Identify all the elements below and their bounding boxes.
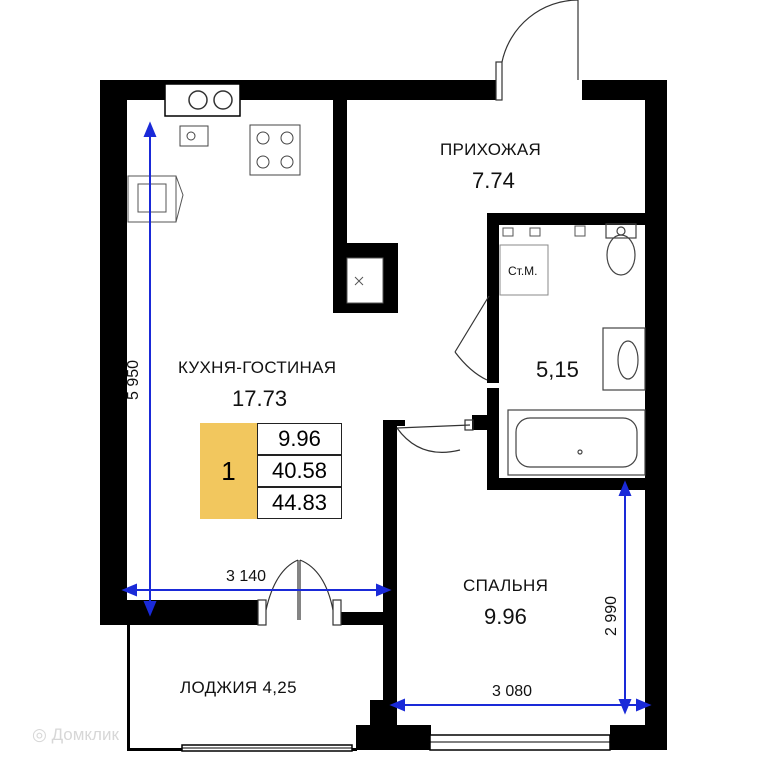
total-area: 44.83: [257, 487, 342, 519]
kitchen-width-dimension: 3 140: [226, 568, 267, 585]
total-area-no-balcony: 40.58: [257, 455, 342, 487]
hallway-name: ПРИХОЖАЯ: [440, 140, 542, 159]
walls: [100, 80, 667, 751]
bathroom-door: [454, 295, 490, 381]
hallway-area: 7.74: [472, 168, 515, 193]
bedroom-width-dimension: 3 080: [492, 683, 533, 700]
kitchen-living-area: 17.73: [232, 386, 288, 411]
double-sink-icon: [188, 90, 233, 110]
watermark-logo-icon: ◎: [32, 725, 52, 744]
kitchen-living-name: КУХНЯ-ГОСТИНАЯ: [178, 358, 337, 377]
rooms-count: 1: [200, 423, 257, 519]
toilet-icon: [605, 223, 637, 276]
bedroom-name: СПАЛЬНЯ: [463, 576, 549, 595]
entrance-door: [495, 0, 579, 101]
bedroom-door: [396, 419, 474, 453]
washbasin-icon: [602, 327, 646, 391]
pipes-icon: [502, 225, 586, 237]
bedroom-height-dimension: 2 990: [603, 595, 620, 636]
watermark: ◎ Домклик: [32, 725, 119, 745]
washing-machine-icon: [499, 244, 549, 296]
boiler-icon: [346, 257, 384, 304]
loggia-door: [257, 559, 342, 626]
loggia-name: ЛОДЖИЯ 4,25: [180, 678, 297, 697]
dimension-lines: [121, 121, 652, 715]
bedroom-area: 9.96: [484, 604, 527, 629]
bathroom-area: 5,15: [536, 357, 579, 382]
bathtub-icon: [507, 409, 646, 476]
washing-machine-label: Ст.М.: [508, 264, 538, 278]
kitchen-height-dimension: 5 950: [125, 359, 142, 400]
living-area: 9.96: [257, 423, 342, 455]
stove-icon: [249, 124, 301, 176]
watermark-text: Домклик: [51, 725, 119, 744]
fridge-icon: [127, 175, 184, 223]
dishwasher-icon: [179, 125, 209, 147]
area-summary: 1 9.96 40.58 44.83: [200, 423, 342, 519]
